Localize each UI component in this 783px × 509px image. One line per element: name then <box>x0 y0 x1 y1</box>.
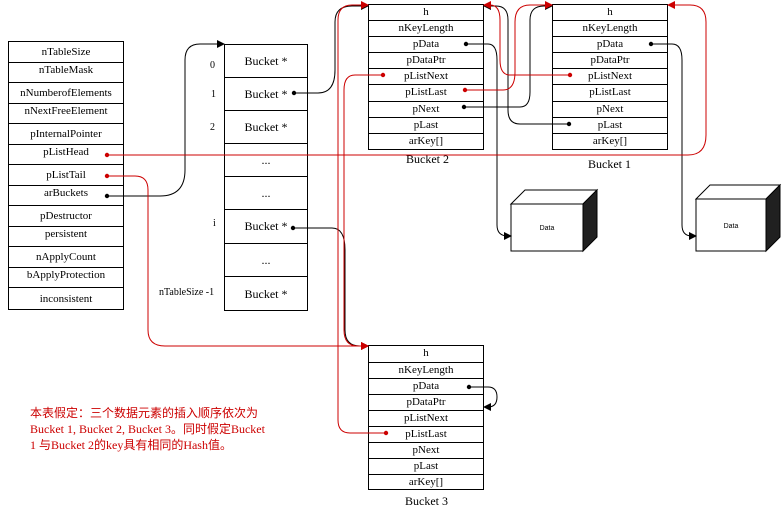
arbuckets-cell-5: Bucket * <box>225 210 307 244</box>
bucket-3-nkeylength: nKeyLength <box>369 363 483 379</box>
bucket-2-pdata: pData <box>369 37 483 53</box>
note-line-3: 1 与Bucket 2的key具有相同的Hash值。 <box>30 438 232 452</box>
bucket-2-pdataptr: pDataPtr <box>369 53 483 69</box>
bucket-1-pdataptr: pDataPtr <box>553 53 667 69</box>
bucket-1-pointer <box>294 2 369 94</box>
index-1: 1 <box>211 89 216 100</box>
bucket-3-plast: pLast <box>369 459 483 475</box>
bucket-1-plistlast: pListLast <box>553 85 667 102</box>
note-line-2: Bucket 1, Bucket 2, Bucket 3。同时假定Bucket <box>30 422 265 436</box>
data-label-2: Data <box>724 223 739 230</box>
plisthead-pointer <box>107 1 707 156</box>
arbuckets-cell-6: ... <box>225 244 307 277</box>
arbuckets-pointer <box>107 40 225 197</box>
bucket-3-caption: Bucket 3 <box>405 494 448 508</box>
bucket-1-arkey: arKey[] <box>592 135 628 147</box>
field-ntablemask: nTableMask <box>9 63 123 83</box>
bucket-1-h: h <box>553 5 667 21</box>
bucket-1-plast: pLast <box>553 118 667 134</box>
field-plisttail: pListTail <box>9 165 123 186</box>
arbuckets-cell-3: ... <box>225 144 307 177</box>
field-nnumberofelements: nNumberofElements <box>9 83 123 104</box>
bucket-2: h nKeyLength pData pDataPtr pListNext pL… <box>368 4 484 150</box>
bucket-2-plistlast-pointer <box>465 1 553 91</box>
arbuckets-array: Bucket * Bucket * Bucket * ... ... Bucke… <box>224 44 308 311</box>
field-bapplyprotection: bApplyProtection <box>9 268 123 288</box>
bucket-2-pnext: pNext <box>369 102 483 118</box>
bucket-1-plast-pointer <box>483 2 569 125</box>
arbuckets-cell-7: Bucket * <box>244 287 288 301</box>
bucket-1-pdata-pointer <box>651 43 697 240</box>
bucket-1-nkeylength: nKeyLength <box>553 21 667 37</box>
field-pinternalpointer: pInternalPointer <box>9 124 123 145</box>
field-inconsistent: inconsistent <box>39 293 93 305</box>
data-block-1: Data <box>509 188 599 253</box>
bucket-2-plistlast: pListLast <box>369 85 483 102</box>
bucket-2-pdata-pointer <box>466 43 512 240</box>
field-plisthead: pListHead <box>9 145 123 165</box>
field-napplycount: nApplyCount <box>9 247 123 268</box>
index-i: i <box>213 218 216 229</box>
bucket-1-pnext: pNext <box>553 102 667 118</box>
arbuckets-cell-1: Bucket * <box>225 78 307 111</box>
index-last: nTableSize -1 <box>159 287 215 298</box>
bucket-3-pdata-loop <box>469 386 498 411</box>
index-0: 0 <box>210 60 215 71</box>
bucket-1-plistnext: pListNext <box>553 69 667 85</box>
bucket-1-pdata: pData <box>553 37 667 53</box>
data-label-1: Data <box>540 225 555 232</box>
field-arbuckets: arBuckets <box>9 186 123 206</box>
plisttail-pointer <box>107 175 369 350</box>
bucket-1-caption: Bucket 1 <box>588 157 631 171</box>
bucket-2-pnext-pointer <box>464 2 553 108</box>
arbuckets-cell-0: Bucket * <box>225 45 307 78</box>
field-pdestructor: pDestructor <box>9 206 123 227</box>
bucket-2-plistnext-pointer <box>343 74 383 350</box>
bucket-3: h nKeyLength pData pDataPtr pListNext pL… <box>368 345 484 490</box>
arbuckets-cell-4: ... <box>225 177 307 210</box>
data-block-2: Data <box>694 183 782 253</box>
bucket-3-h: h <box>369 346 483 363</box>
bucket-i-pointer <box>293 227 369 350</box>
bucket-2-nkeylength: nKeyLength <box>369 21 483 37</box>
arbuckets-cell-2: Bucket * <box>225 111 307 144</box>
field-nnextfreeelement: nNextFreeElement <box>9 104 123 124</box>
bucket-3-plistlast: pListLast <box>369 427 483 443</box>
bucket-2-h: h <box>369 5 483 21</box>
hashtable-struct: nTableSize nTableMask nNumberofElements … <box>8 41 124 310</box>
bucket-1-plistnext-pointer <box>483 1 570 76</box>
field-persistent: persistent <box>9 227 123 247</box>
bucket-3-pdataptr: pDataPtr <box>369 395 483 411</box>
bucket-2-plistnext: pListNext <box>369 69 483 85</box>
bucket-3-arkey: arKey[] <box>408 476 444 488</box>
note-line-1: 本表假定：三个数据元素的插入顺序依次为 <box>30 406 259 420</box>
bucket-1: h nKeyLength pData pDataPtr pListNext pL… <box>552 4 668 150</box>
bucket-3-plistlast-pointer <box>337 1 386 434</box>
bucket-2-arkey: arKey[] <box>408 135 444 147</box>
bucket-2-plast: pLast <box>369 118 483 134</box>
field-ntablesize: nTableSize <box>9 42 123 63</box>
index-2: 2 <box>210 122 215 133</box>
bucket-3-pdata: pData <box>369 379 483 395</box>
bucket-3-plistnext: pListNext <box>369 411 483 427</box>
bucket-3-pnext: pNext <box>369 443 483 459</box>
note-text: 本表假定：三个数据元素的插入顺序依次为 Bucket 1, Bucket 2, … <box>30 405 280 453</box>
